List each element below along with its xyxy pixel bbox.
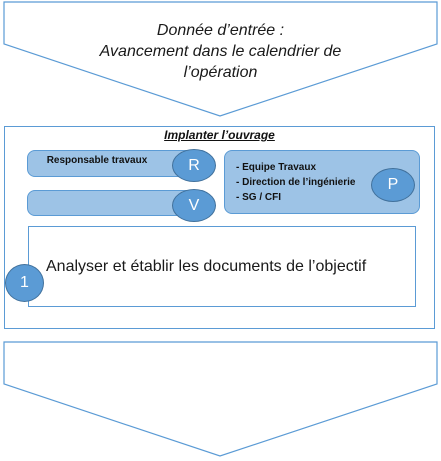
participant-item: - SG / CFI — [236, 192, 281, 203]
responsible-label: Responsable travaux — [46, 155, 148, 166]
role-r-badge: R — [172, 149, 216, 182]
process-title: Implanter l’ouvrage — [164, 128, 275, 142]
step-box — [28, 226, 416, 307]
participants-list: - Equipe Travaux - Direction de l’ingéni… — [236, 160, 355, 205]
output-chevron — [3, 341, 438, 457]
role-p-badge: P — [371, 168, 415, 202]
input-data-text: Donnée d’entrée : Avancement dans le cal… — [40, 20, 401, 83]
participant-item: - Equipe Travaux — [236, 162, 317, 173]
step-number-badge: 1 — [5, 264, 44, 302]
participant-item: - Direction de l’ingénierie — [236, 177, 356, 188]
input-line-1: Donnée d’entrée : — [156, 22, 285, 39]
input-line-3: l’opération — [183, 64, 258, 81]
input-line-2: Avancement dans le calendrier de — [99, 43, 342, 60]
role-v-badge: V — [172, 189, 216, 222]
step-label: Analyser et établir les documents de l’o… — [46, 258, 367, 275]
input-chevron — [3, 1, 438, 117]
